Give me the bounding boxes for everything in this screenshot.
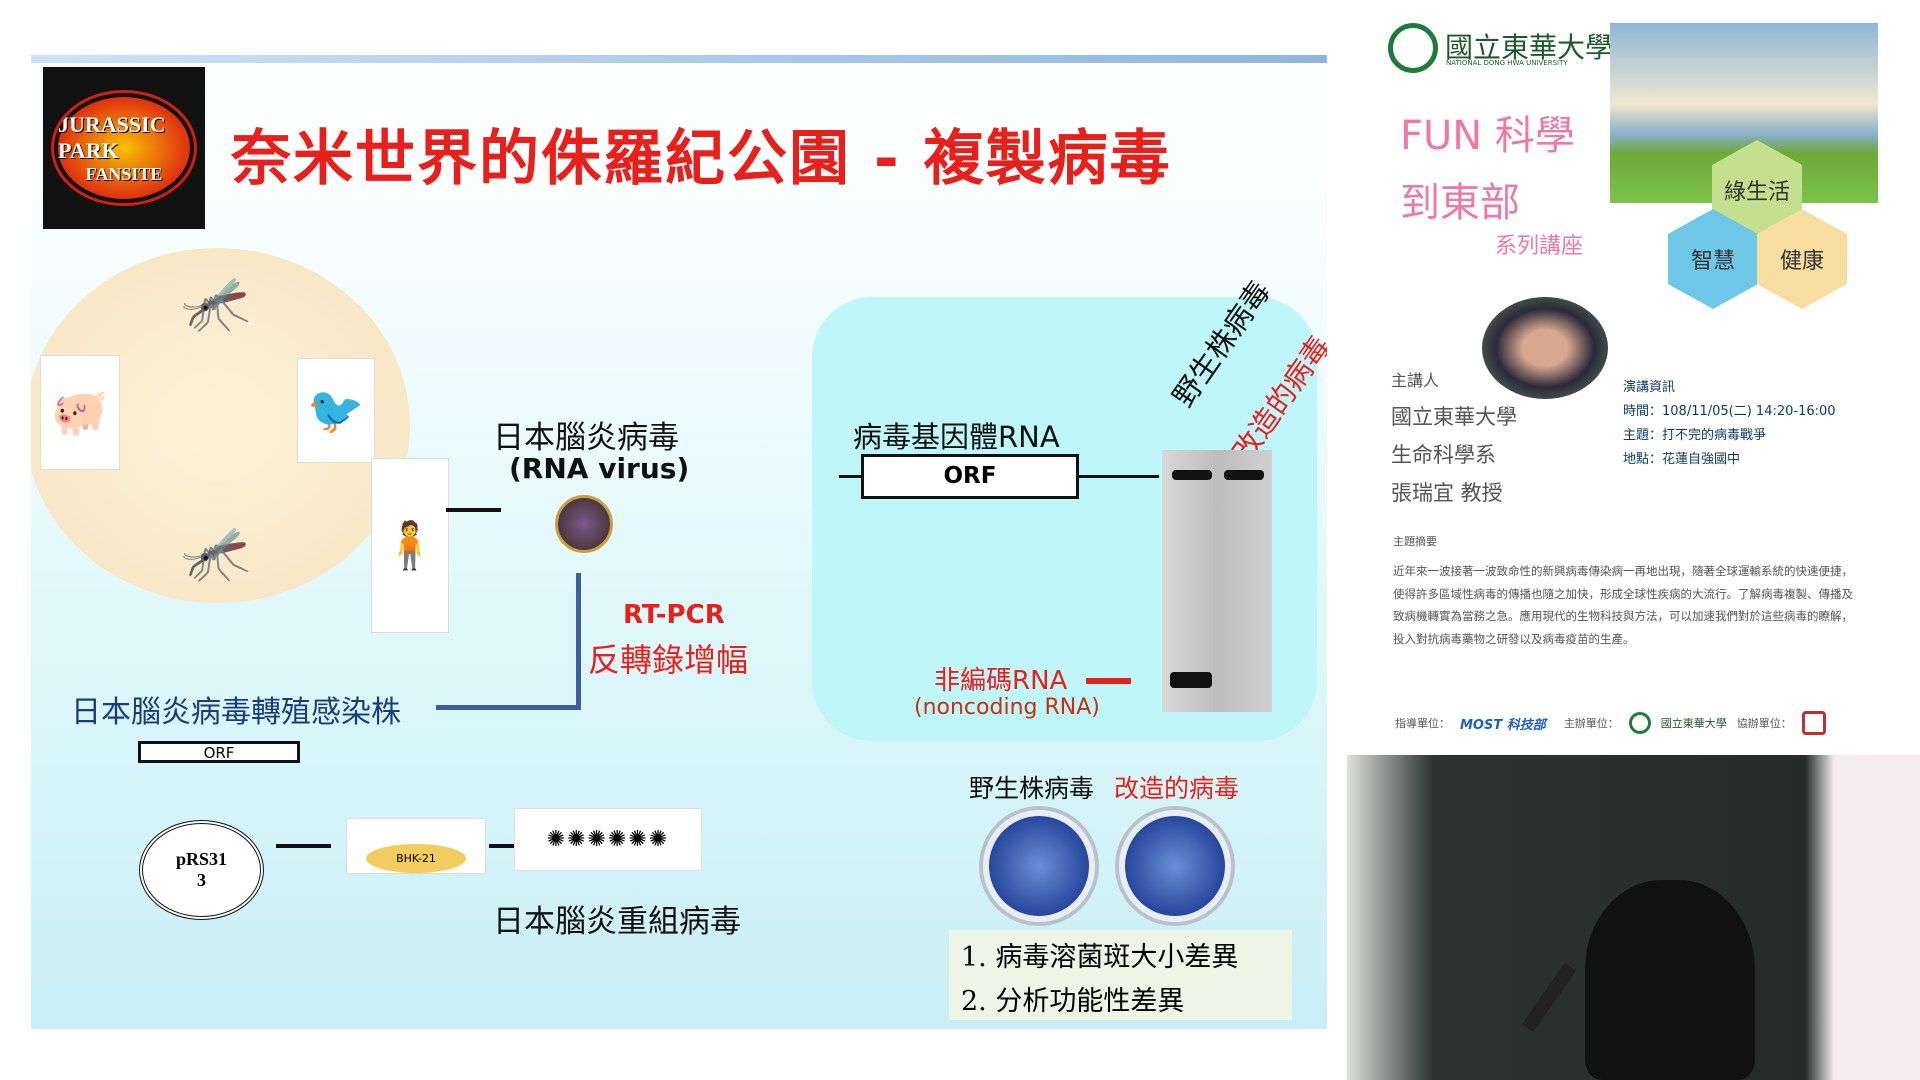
slide-top-bar: [31, 55, 1327, 63]
university-seal-icon: [1388, 23, 1438, 73]
flow-line-h: [436, 705, 581, 710]
rtpcr-zh-label: 反轉錄增幅: [588, 641, 749, 679]
co-organizer-label: 協辦單位：: [1736, 717, 1792, 730]
university-name-en: NATIONAL DONG HWA UNIVERSITY: [1446, 59, 1568, 67]
ncrna-label: 非編碼RNA: [934, 666, 1068, 696]
clone-label: 日本腦炎病毒轉殖感染株: [71, 695, 401, 730]
logo-text: JURASSIC PARK: [58, 111, 166, 163]
lecture-slide: JURASSIC PARK FANSITE 奈米世界的侏羅紀公園 - 複製病毒 …: [31, 55, 1327, 1029]
speaker-silhouette: [1585, 880, 1755, 1080]
university-seal-small-icon: [1628, 712, 1651, 734]
event-poster: 國立東華大學 NATIONAL DONG HWA UNIVERSITY FUN …: [1347, 0, 1920, 747]
info-title: 演講資訊: [1623, 380, 1676, 395]
abstract-title: 主題摘要: [1393, 535, 1437, 548]
virus-name: 日本腦炎病毒: [493, 420, 679, 456]
genome-rna-label: 病毒基因體RNA: [853, 420, 1060, 454]
pig-icon: 🐖: [40, 355, 120, 470]
speaker-video-feed: [1347, 755, 1920, 1080]
speaker-photo: [1482, 297, 1608, 399]
mosquito-icon: 🦟: [181, 271, 251, 336]
cell-culture-dish: BHK-21: [346, 818, 486, 874]
co-organizer-logo-icon: [1801, 711, 1826, 735]
mosquito-icon-2: 🦟: [181, 521, 251, 586]
arrow: [276, 844, 331, 848]
orf-box-genome: ORF: [861, 454, 1079, 499]
plaque-dish-modified: [1119, 810, 1231, 922]
arrow: [489, 844, 529, 848]
finding-2: 2. 分析功能性差異: [961, 986, 1185, 1017]
slide-title: 奈米世界的侏羅紀公園 - 複製病毒: [231, 124, 1172, 194]
speaker-info: 國立東華大學 生命科學系 張瑞宜 教授: [1391, 398, 1517, 512]
rtpcr-label: RT-PCR: [623, 600, 725, 630]
series-label: 系列講座: [1495, 234, 1584, 259]
plaque-dish-wild: [983, 810, 1095, 922]
human-icon: 🧍: [371, 458, 449, 633]
organizers: 指導單位： MOST 科技部 主辦單位： 國立東華大學 協辦單位：: [1395, 711, 1826, 735]
university-name: 國立東華大學: [1445, 31, 1614, 64]
info-topic: 主題：打不完的病毒戰爭: [1623, 428, 1767, 443]
rna-gel-image: [1162, 450, 1272, 712]
host-label: 主辦單位：: [1563, 717, 1619, 730]
plaque-modified-label: 改造的病毒: [1114, 774, 1240, 803]
virus-particles-icon: ✺✺✺✺✺✺: [514, 808, 702, 871]
ncrna-arrow: [1086, 678, 1131, 684]
speaker-department: 生命科學系: [1391, 443, 1496, 467]
speaker-name: 張瑞宜 教授: [1391, 481, 1503, 505]
findings-box: 1. 病毒溶菌斑大小差異 2. 分析功能性差異: [949, 930, 1292, 1020]
bird-icon: 🐦: [297, 358, 375, 463]
logo-subtext: FANSITE: [85, 163, 163, 184]
virus-particle-icon: [555, 495, 613, 553]
headline-1: FUN 科學: [1400, 113, 1575, 159]
most-logo: MOST 科技部: [1460, 717, 1546, 733]
virus-type: (RNA virus): [509, 452, 690, 485]
recombinant-label: 日本腦炎重組病毒: [493, 904, 741, 940]
info-time: 時間：108/11/05(二) 14:20-16:00: [1623, 404, 1836, 419]
arrow: [446, 508, 501, 512]
orf-box: ORF: [138, 741, 300, 763]
host-university: 國立東華大學: [1660, 717, 1727, 730]
ncrna-en-label: (noncoding RNA): [914, 695, 1100, 720]
speaker-label: 主講人: [1391, 371, 1440, 390]
headline-2: 到東部: [1400, 180, 1520, 226]
abstract-text: 近年來一波接著一波致命性的新興病毒傳染病一再地出現，隨著全球運輸系統的快速便捷，…: [1393, 564, 1853, 646]
jurassic-park-logo: JURASSIC PARK FANSITE: [43, 67, 205, 229]
info-location: 地點：花蓮自強國中: [1623, 452, 1741, 467]
lecture-info: 時間：108/11/05(二) 14:20-16:00 主題：打不完的病毒戰爭 …: [1623, 400, 1836, 472]
flow-line: [576, 573, 581, 710]
plasmid: pRS31 3: [139, 820, 264, 920]
cell-line-label: BHK-21: [366, 844, 466, 873]
microphone-icon: [1521, 962, 1577, 1033]
finding-1: 1. 病毒溶菌斑大小差異: [961, 942, 1239, 973]
guide-label: 指導單位：: [1395, 717, 1450, 730]
speaker-university: 國立東華大學: [1391, 405, 1517, 429]
plaque-wild-label: 野生株病毒: [969, 774, 1095, 803]
